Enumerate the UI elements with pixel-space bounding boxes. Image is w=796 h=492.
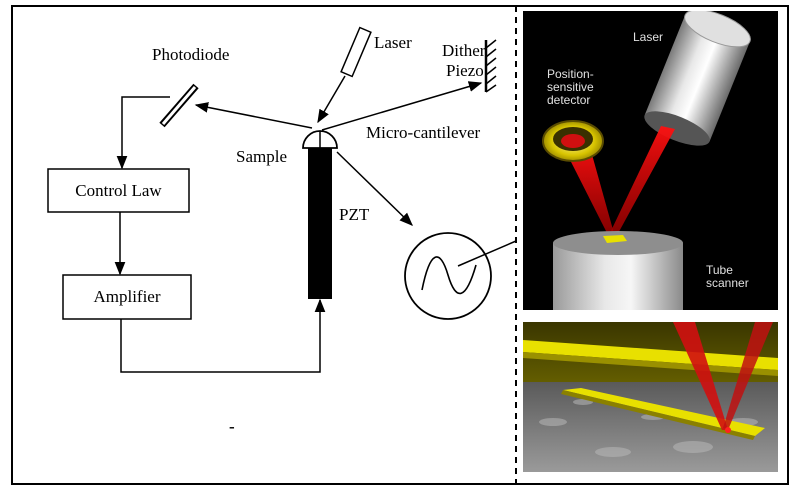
photo-label-detector-3: detector xyxy=(547,93,591,107)
label-dash-mark: - xyxy=(229,417,235,436)
label-pzt: PZT xyxy=(339,205,370,224)
photo-label-laser: Laser xyxy=(633,30,664,44)
photo-label-detector-1: Position- xyxy=(547,67,594,81)
label-photodiode: Photodiode xyxy=(152,45,230,64)
reflected-beam-red xyxy=(563,146,615,237)
reflected-beam xyxy=(194,102,313,129)
connector-line xyxy=(457,240,517,267)
dither-piezo xyxy=(484,39,497,93)
afm-render-photo: Laser Position- sensitive detector Tube … xyxy=(523,11,778,310)
position-detector xyxy=(542,120,604,162)
feedback-line-3 xyxy=(120,298,326,373)
figure-border xyxy=(11,5,789,485)
pzt-actuator xyxy=(308,148,332,299)
laser-source xyxy=(340,26,372,78)
label-sample: Sample xyxy=(236,147,287,166)
cantilever-closeup-photo xyxy=(523,322,778,472)
cantilever-arm xyxy=(563,388,765,436)
photo-label-detector-2: sensitive xyxy=(547,80,594,94)
label-dither: Dither xyxy=(442,41,486,60)
amplifier-label: Amplifier xyxy=(93,287,161,306)
incident-beam xyxy=(673,322,728,430)
cantilever-beam xyxy=(321,81,483,131)
photo-label-tube-1: Tube xyxy=(706,263,733,277)
sine-wave xyxy=(421,256,477,295)
label-laser: Laser xyxy=(374,33,412,52)
amplifier-box xyxy=(62,274,192,320)
signal-arrow xyxy=(336,151,413,226)
laser-beam-red xyxy=(609,126,675,239)
label-micro-cantilever: Micro-cantilever xyxy=(366,123,481,142)
tube-scanner xyxy=(553,231,683,310)
laser-cylinder xyxy=(644,11,751,146)
support-bar xyxy=(523,340,778,370)
feedback-line-1 xyxy=(116,96,170,170)
reflected-beam-closeup xyxy=(723,322,773,430)
photo-label-tube-2: scanner xyxy=(706,276,749,290)
control-law-label: Control Law xyxy=(75,181,162,200)
control-law-box xyxy=(47,168,190,213)
label-piezo: Piezo xyxy=(446,61,484,80)
laser-beam xyxy=(317,75,346,124)
